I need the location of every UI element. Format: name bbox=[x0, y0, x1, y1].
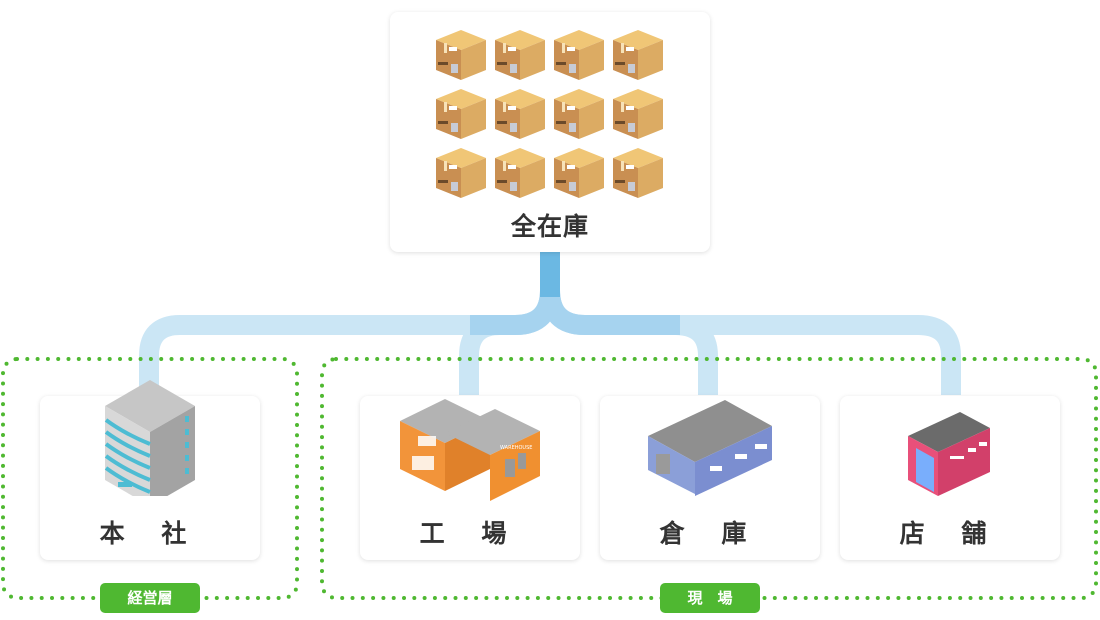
node-honsha: 本 社 bbox=[40, 380, 260, 560]
node-label-kojo: 工 場 bbox=[419, 519, 521, 548]
group-tag-keiei: 経営層 bbox=[100, 583, 200, 613]
node-label-soko: 倉 庫 bbox=[659, 519, 761, 548]
group-border-keiei bbox=[1, 357, 299, 600]
factory-icon: WAREHOUSE bbox=[400, 399, 540, 501]
node-kojo: WAREHOUSE 工 場 bbox=[360, 396, 580, 560]
cardboard-box-icon bbox=[554, 148, 604, 198]
group-tag-genba: 現 場 bbox=[660, 583, 760, 613]
group-border-genba bbox=[320, 357, 1098, 600]
svg-text:WAREHOUSE: WAREHOUSE bbox=[500, 445, 532, 451]
cardboard-box-icon bbox=[495, 148, 545, 198]
node-tenpo: 店 舗 bbox=[840, 396, 1060, 560]
cardboard-box-icon bbox=[436, 148, 486, 198]
cardboard-box-icon bbox=[613, 30, 663, 80]
cardboard-box-icon bbox=[554, 30, 604, 80]
cardboard-box-icon bbox=[436, 89, 486, 139]
office-building-icon bbox=[104, 380, 195, 496]
all-inventory-card: 全在庫 bbox=[390, 12, 710, 252]
node-label-honsha: 本 社 bbox=[99, 519, 201, 548]
node-soko: 倉 庫 bbox=[600, 396, 820, 560]
cardboard-box-icon bbox=[613, 148, 663, 198]
node-label-tenpo: 店 舗 bbox=[899, 519, 1001, 548]
cardboard-box-icon bbox=[495, 30, 545, 80]
cardboard-box-icon bbox=[495, 89, 545, 139]
all-inventory-label: 全在庫 bbox=[510, 212, 589, 241]
cardboard-box-icon bbox=[554, 89, 604, 139]
cardboard-box-icon bbox=[613, 89, 663, 139]
cardboard-boxes-icon bbox=[436, 30, 663, 198]
store-icon bbox=[908, 412, 990, 496]
connector-trunk bbox=[540, 252, 560, 297]
cardboard-box-icon bbox=[436, 30, 486, 80]
warehouse-icon bbox=[648, 400, 772, 496]
